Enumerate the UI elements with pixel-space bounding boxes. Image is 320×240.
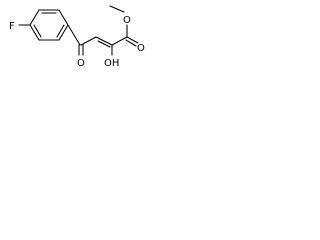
ring-to-carbonyl-bond [67,24,81,46]
ring-bond [29,24,40,41]
ester-carbonyl-oxygen-label: O [137,43,145,54]
structure-canvas: F O OH O O [0,0,147,75]
ketone-oxygen-label: O [77,58,85,69]
ester-carbonyl-double-bond [125,39,137,47]
benzene-ring [29,9,69,41]
alkene-bond [95,36,113,46]
o-methyl-bond [109,5,125,13]
hydroxyl-label: OH [104,58,119,69]
ester-carbonyl-bond [126,36,139,44]
c-c-bond [80,36,97,46]
ring-double-bond [56,24,65,38]
ring-double-bond [33,24,42,38]
ring-bond [29,9,40,26]
chemical-structure-diagram: F O OH O O [9,5,145,69]
ester-ether-oxygen-label: O [123,15,131,26]
ring-bond [58,9,69,26]
alkene-double-bond [97,40,111,48]
ring-bond [58,24,69,41]
c-c-bond [111,36,128,46]
fluorine-label: F [9,21,15,32]
